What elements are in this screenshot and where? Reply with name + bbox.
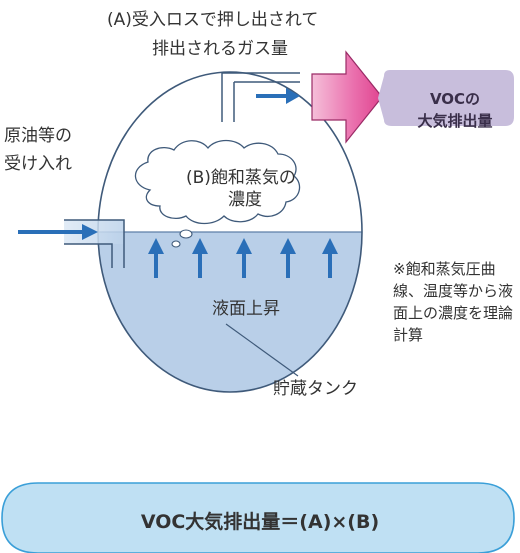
- vapor-cloud: [134, 139, 301, 248]
- calculation-note: ※飽和蒸気圧曲線、温度等から液面上の濃度を理論計算: [393, 260, 514, 344]
- liquid-rise-label: 液面上昇: [212, 299, 280, 319]
- rise-arrow-5: [322, 238, 338, 278]
- rise-arrow-1: [148, 238, 164, 278]
- rise-arrows: [148, 238, 338, 278]
- receive-label-line1: 原油等の: [4, 126, 72, 146]
- vent-pipe: [221, 72, 300, 122]
- rise-arrow-3: [236, 238, 252, 278]
- formula-box: [1, 482, 515, 553]
- formula-text: VOC大気排出量＝(A)×(B): [140, 511, 380, 533]
- saturated-vapor-label-line2: 濃度: [228, 190, 262, 210]
- saturated-vapor-label-line1: (B)飽和蒸気の: [186, 168, 296, 188]
- rise-arrow-2: [192, 238, 208, 278]
- receive-label-line2: 受け入れ: [4, 154, 72, 174]
- voc-box-line2: 大気排出量: [417, 112, 493, 130]
- voc-box-line1: VOCの: [429, 90, 481, 108]
- emission-arrow: [311, 50, 383, 144]
- voc-emission-box: [378, 70, 514, 126]
- voc-box-text: VOCの 大気排出量: [395, 88, 515, 132]
- vent-arrow: [256, 88, 300, 104]
- tank-label: 貯蔵タンク: [273, 379, 358, 399]
- tank-leader-line: [225, 323, 299, 377]
- rise-arrow-4: [280, 238, 296, 278]
- inlet-arrow: [18, 224, 98, 240]
- gas-amount-label-line2: 排出されるガス量: [152, 39, 288, 59]
- gas-amount-label-line1: (A)受入ロスで押し出されて: [107, 10, 319, 30]
